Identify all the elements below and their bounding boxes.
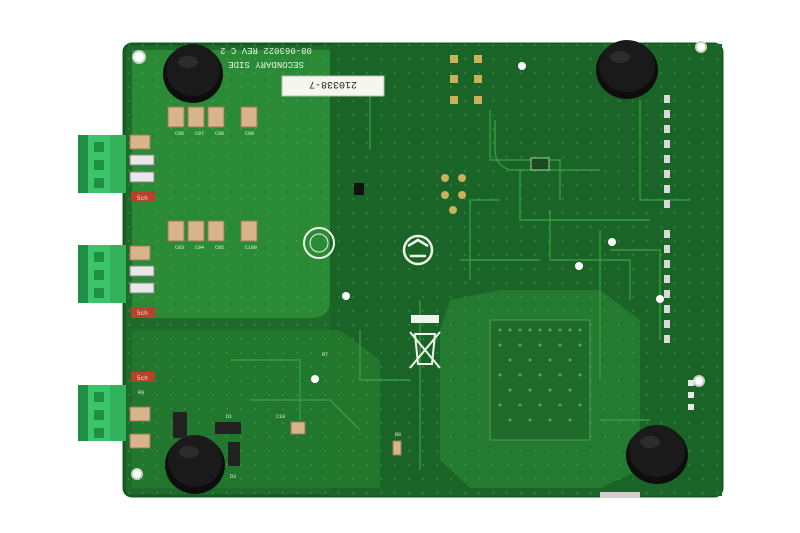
recycle-symbol [402,234,434,266]
label-c99: C99 [245,131,254,137]
bga-area [489,319,591,441]
label-c97: C97 [195,131,204,137]
serial-sticker [281,75,385,97]
weee-symbol [409,315,441,369]
terminal-block-middle [78,245,126,303]
label-c95: C95 [215,245,224,251]
serial-label-text: 210338-7 [309,78,357,89]
label-5ch-1: 5ch [137,195,148,202]
label-d1: D1 [226,414,232,420]
test-pads [441,55,694,410]
diodes-and-ics [173,157,550,466]
certification-logo [303,227,335,259]
label-c94: C94 [195,245,204,251]
label-d3: D3 [230,474,236,480]
side-text: SECONDARY SIDE [228,59,304,69]
edge-connector [600,492,640,498]
capacitors [129,106,402,456]
label-c96: C96 [175,131,184,137]
label-c10: C10 [276,414,285,420]
traces [230,89,690,470]
label-c93: C93 [175,245,184,251]
terminal-blocks [78,135,126,441]
rubber-foot-top-right [596,40,658,99]
header-pins-right [664,95,670,343]
label-c100: C100 [245,245,257,251]
terminal-block-top [78,135,126,193]
terminal-block-bottom [78,385,126,441]
label-r8: R8 [395,432,401,438]
label-5ch-3: 5ch [137,375,148,382]
board-id-text: 08-063022 REV C 2 [220,45,312,55]
label-c98: C98 [215,131,224,137]
silkscreen-text: 08-063022 REV C 2 SECONDARY SIDE 210338-… [137,45,401,480]
rubber-foot-bottom-right [626,425,688,484]
label-r9: R9 [138,390,144,396]
fuses [131,192,155,382]
rubber-foot-top-left [163,44,223,103]
label-r7: R7 [322,352,328,358]
mounting-holes [131,41,707,480]
rubber-foot-bottom-left [165,435,225,494]
rubber-feet [163,40,688,494]
label-5ch-2: 5ch [137,310,148,317]
